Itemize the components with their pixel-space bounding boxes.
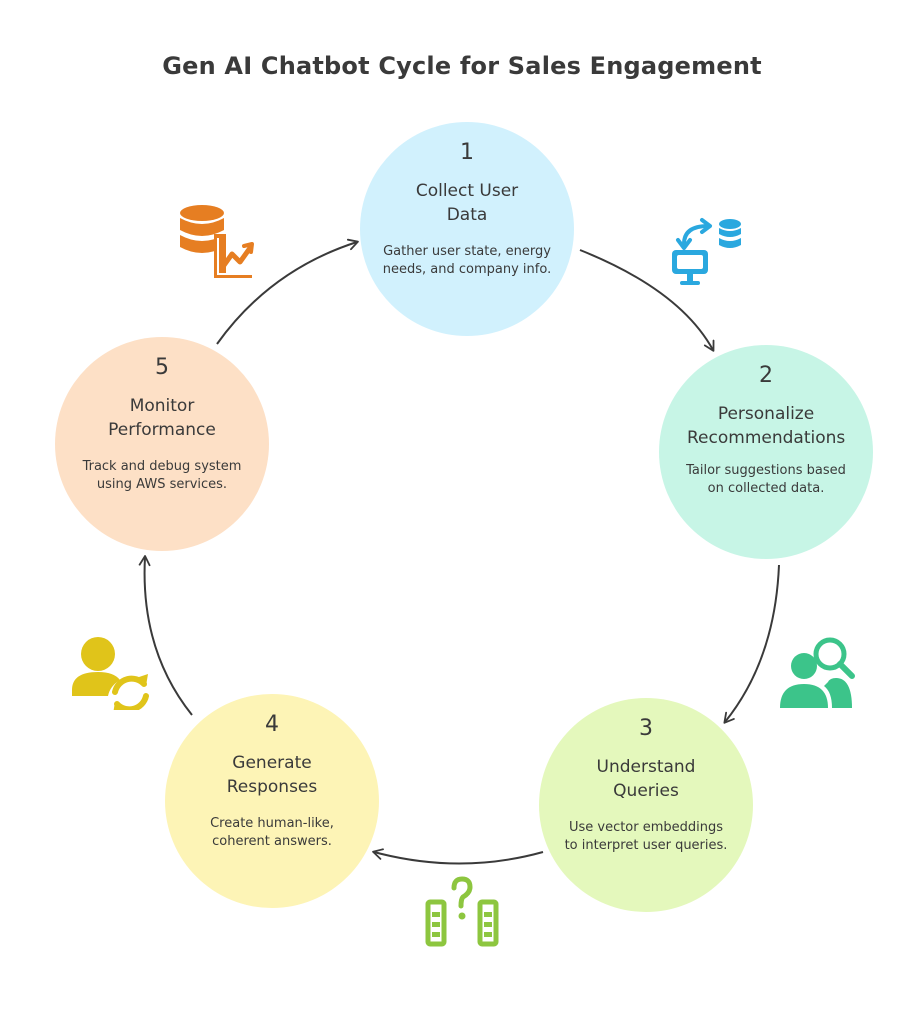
data-question-icon	[425, 876, 499, 947]
computer-database-icon	[672, 218, 741, 285]
user-search-icon	[780, 637, 855, 708]
step-heading: Understand Queries	[596, 757, 696, 801]
step-number: 5	[155, 355, 169, 380]
step-number: 4	[265, 712, 279, 737]
arrow-2-to-3	[723, 564, 780, 724]
step-description: Tailor suggestions based on collected da…	[686, 463, 846, 496]
step-number: 1	[460, 140, 474, 165]
step-3-understand-queries: 3 Understand Queries Use vector embeddin…	[539, 698, 753, 912]
step-2-personalize-recommendations: 2 Personalize Recommendations Tailor sug…	[659, 345, 873, 559]
step-description: Track and debug system using AWS service…	[82, 459, 242, 492]
step-number: 3	[639, 716, 653, 741]
arrow-4-to-5	[138, 555, 193, 716]
step-description: Gather user state, energy needs, and com…	[382, 244, 552, 277]
step-heading: Generate Responses	[226, 753, 318, 797]
step-heading: Monitor Performance	[108, 396, 216, 440]
step-5-monitor-performance: 5 Monitor Performance Track and debug sy…	[55, 337, 269, 551]
arrow-1-to-2	[579, 249, 715, 352]
step-4-generate-responses: 4 Generate Responses Create human-like, …	[165, 694, 379, 908]
user-refresh-icon	[72, 637, 149, 710]
database-chart-icon	[180, 205, 254, 278]
step-description: Create human-like, coherent answers.	[210, 816, 334, 849]
diagram-title: Gen AI Chatbot Cycle for Sales Engagemen…	[162, 52, 762, 80]
step-heading: Personalize Recommendations	[687, 404, 846, 448]
step-description: Use vector embeddings to interpret user …	[564, 820, 728, 853]
step-heading: Collect User Data	[415, 181, 519, 225]
step-1-collect-user-data: 1 Collect User Data Gather user state, e…	[360, 122, 574, 336]
step-number: 2	[759, 363, 773, 388]
arrow-3-to-4	[372, 848, 544, 865]
arrow-5-to-1	[216, 238, 359, 345]
